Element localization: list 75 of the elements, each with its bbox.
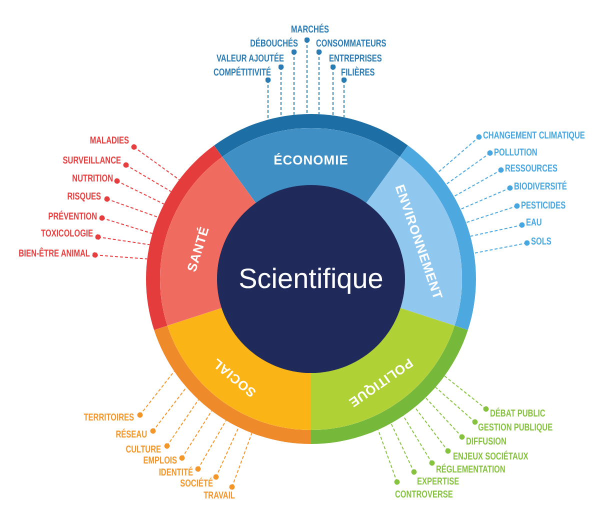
leader-line <box>229 432 252 490</box>
topic-label: DÉBAT PUBLIC <box>490 408 546 420</box>
topic-label: BIODIVERSITÉ <box>514 182 567 192</box>
leader-line <box>137 370 175 418</box>
leader-line <box>470 222 525 237</box>
leader-line <box>444 375 489 412</box>
leader-line <box>436 134 482 174</box>
topic-label: IDENTITÉ <box>158 468 193 478</box>
topic-label: MALADIES <box>90 136 129 146</box>
topic-label: ENJEUX SOCIÉTAUX <box>453 452 528 462</box>
leader-line <box>123 162 172 192</box>
topic-label: SOCIÉTÉ <box>180 478 213 490</box>
leader-line <box>473 240 530 254</box>
leader-line <box>414 406 451 454</box>
leader-line <box>460 185 513 210</box>
leader-line <box>402 415 435 466</box>
topic-label: NUTRITION <box>72 174 113 184</box>
leader-line <box>195 420 227 472</box>
center-label: Scientifique <box>238 263 384 295</box>
topic-label: PESTICIDES <box>521 200 566 212</box>
topic-label: ENTREPRISES <box>329 54 382 64</box>
ring-segment <box>311 307 468 444</box>
topic-label: EAU <box>526 218 542 228</box>
leader-line <box>104 196 158 218</box>
leader-line <box>446 150 493 185</box>
leader-line <box>278 64 284 118</box>
leader-line <box>466 203 520 224</box>
topic-label: GESTION PUBLIQUE <box>478 422 553 434</box>
topic-label: CHANGEMENT CLIMATIQUE <box>483 130 585 142</box>
topic-label: EMPLOIS <box>143 456 177 466</box>
topic-label: TOXICOLOGIE <box>41 228 93 240</box>
topic-label: FILIÈRES <box>341 68 375 78</box>
topic-label: RISQUES <box>67 192 101 202</box>
topic-label: CULTURE <box>126 444 161 456</box>
topic-label: POLLUTION <box>494 148 538 158</box>
topic-label: BIEN-ÊTRE ANIMAL <box>18 248 90 260</box>
topic-label: EXPERTISE <box>417 476 460 488</box>
leader-line <box>435 386 478 425</box>
leader-line <box>92 252 148 260</box>
topic-label: MARCHÉS <box>291 24 329 36</box>
topic-label: SOLS <box>531 236 552 248</box>
topic-label: RÉSEAU <box>116 430 147 440</box>
leader-line <box>179 410 212 461</box>
segment-label: ÉCONOMIE <box>274 152 348 168</box>
leader-line <box>378 429 400 485</box>
leader-line <box>330 64 336 116</box>
topic-label: TERRITOIRES <box>84 412 134 424</box>
topic-label: COMPÉTITIVITÉ <box>214 68 271 78</box>
topic-label: DÉBOUCHÉS <box>250 38 298 50</box>
leader-line <box>291 49 297 116</box>
topic-label: VALEUR AJOUTÉE <box>216 54 284 64</box>
topic-label: TRAVAIL <box>204 490 235 502</box>
leader-line <box>265 77 271 120</box>
ring-segment <box>154 307 311 444</box>
leader-line <box>453 167 504 197</box>
segment-label: SANTÉ <box>184 224 212 274</box>
leader-line <box>164 399 199 449</box>
leader-line <box>95 234 150 246</box>
topic-label: RESSOURCES <box>505 164 558 174</box>
leader-line <box>316 49 322 115</box>
leader-line <box>131 144 180 180</box>
leader-line <box>304 37 310 115</box>
leader-line <box>390 422 417 475</box>
leader-line <box>341 77 347 118</box>
leader-line <box>213 426 240 480</box>
topic-label: CONSOMMATEURS <box>316 38 386 50</box>
topic-label: RÉGLEMENTATION <box>436 464 506 476</box>
topic-label: SURVEILLANCE <box>62 156 121 166</box>
topic-label: PRÉVENTION <box>48 212 97 222</box>
leader-line <box>425 397 465 440</box>
topic-label: CONTROVERSE <box>395 490 453 500</box>
leader-line <box>114 178 164 205</box>
leader-line <box>150 386 187 434</box>
leader-line <box>99 215 153 234</box>
topic-label: DIFFUSION <box>466 436 506 448</box>
